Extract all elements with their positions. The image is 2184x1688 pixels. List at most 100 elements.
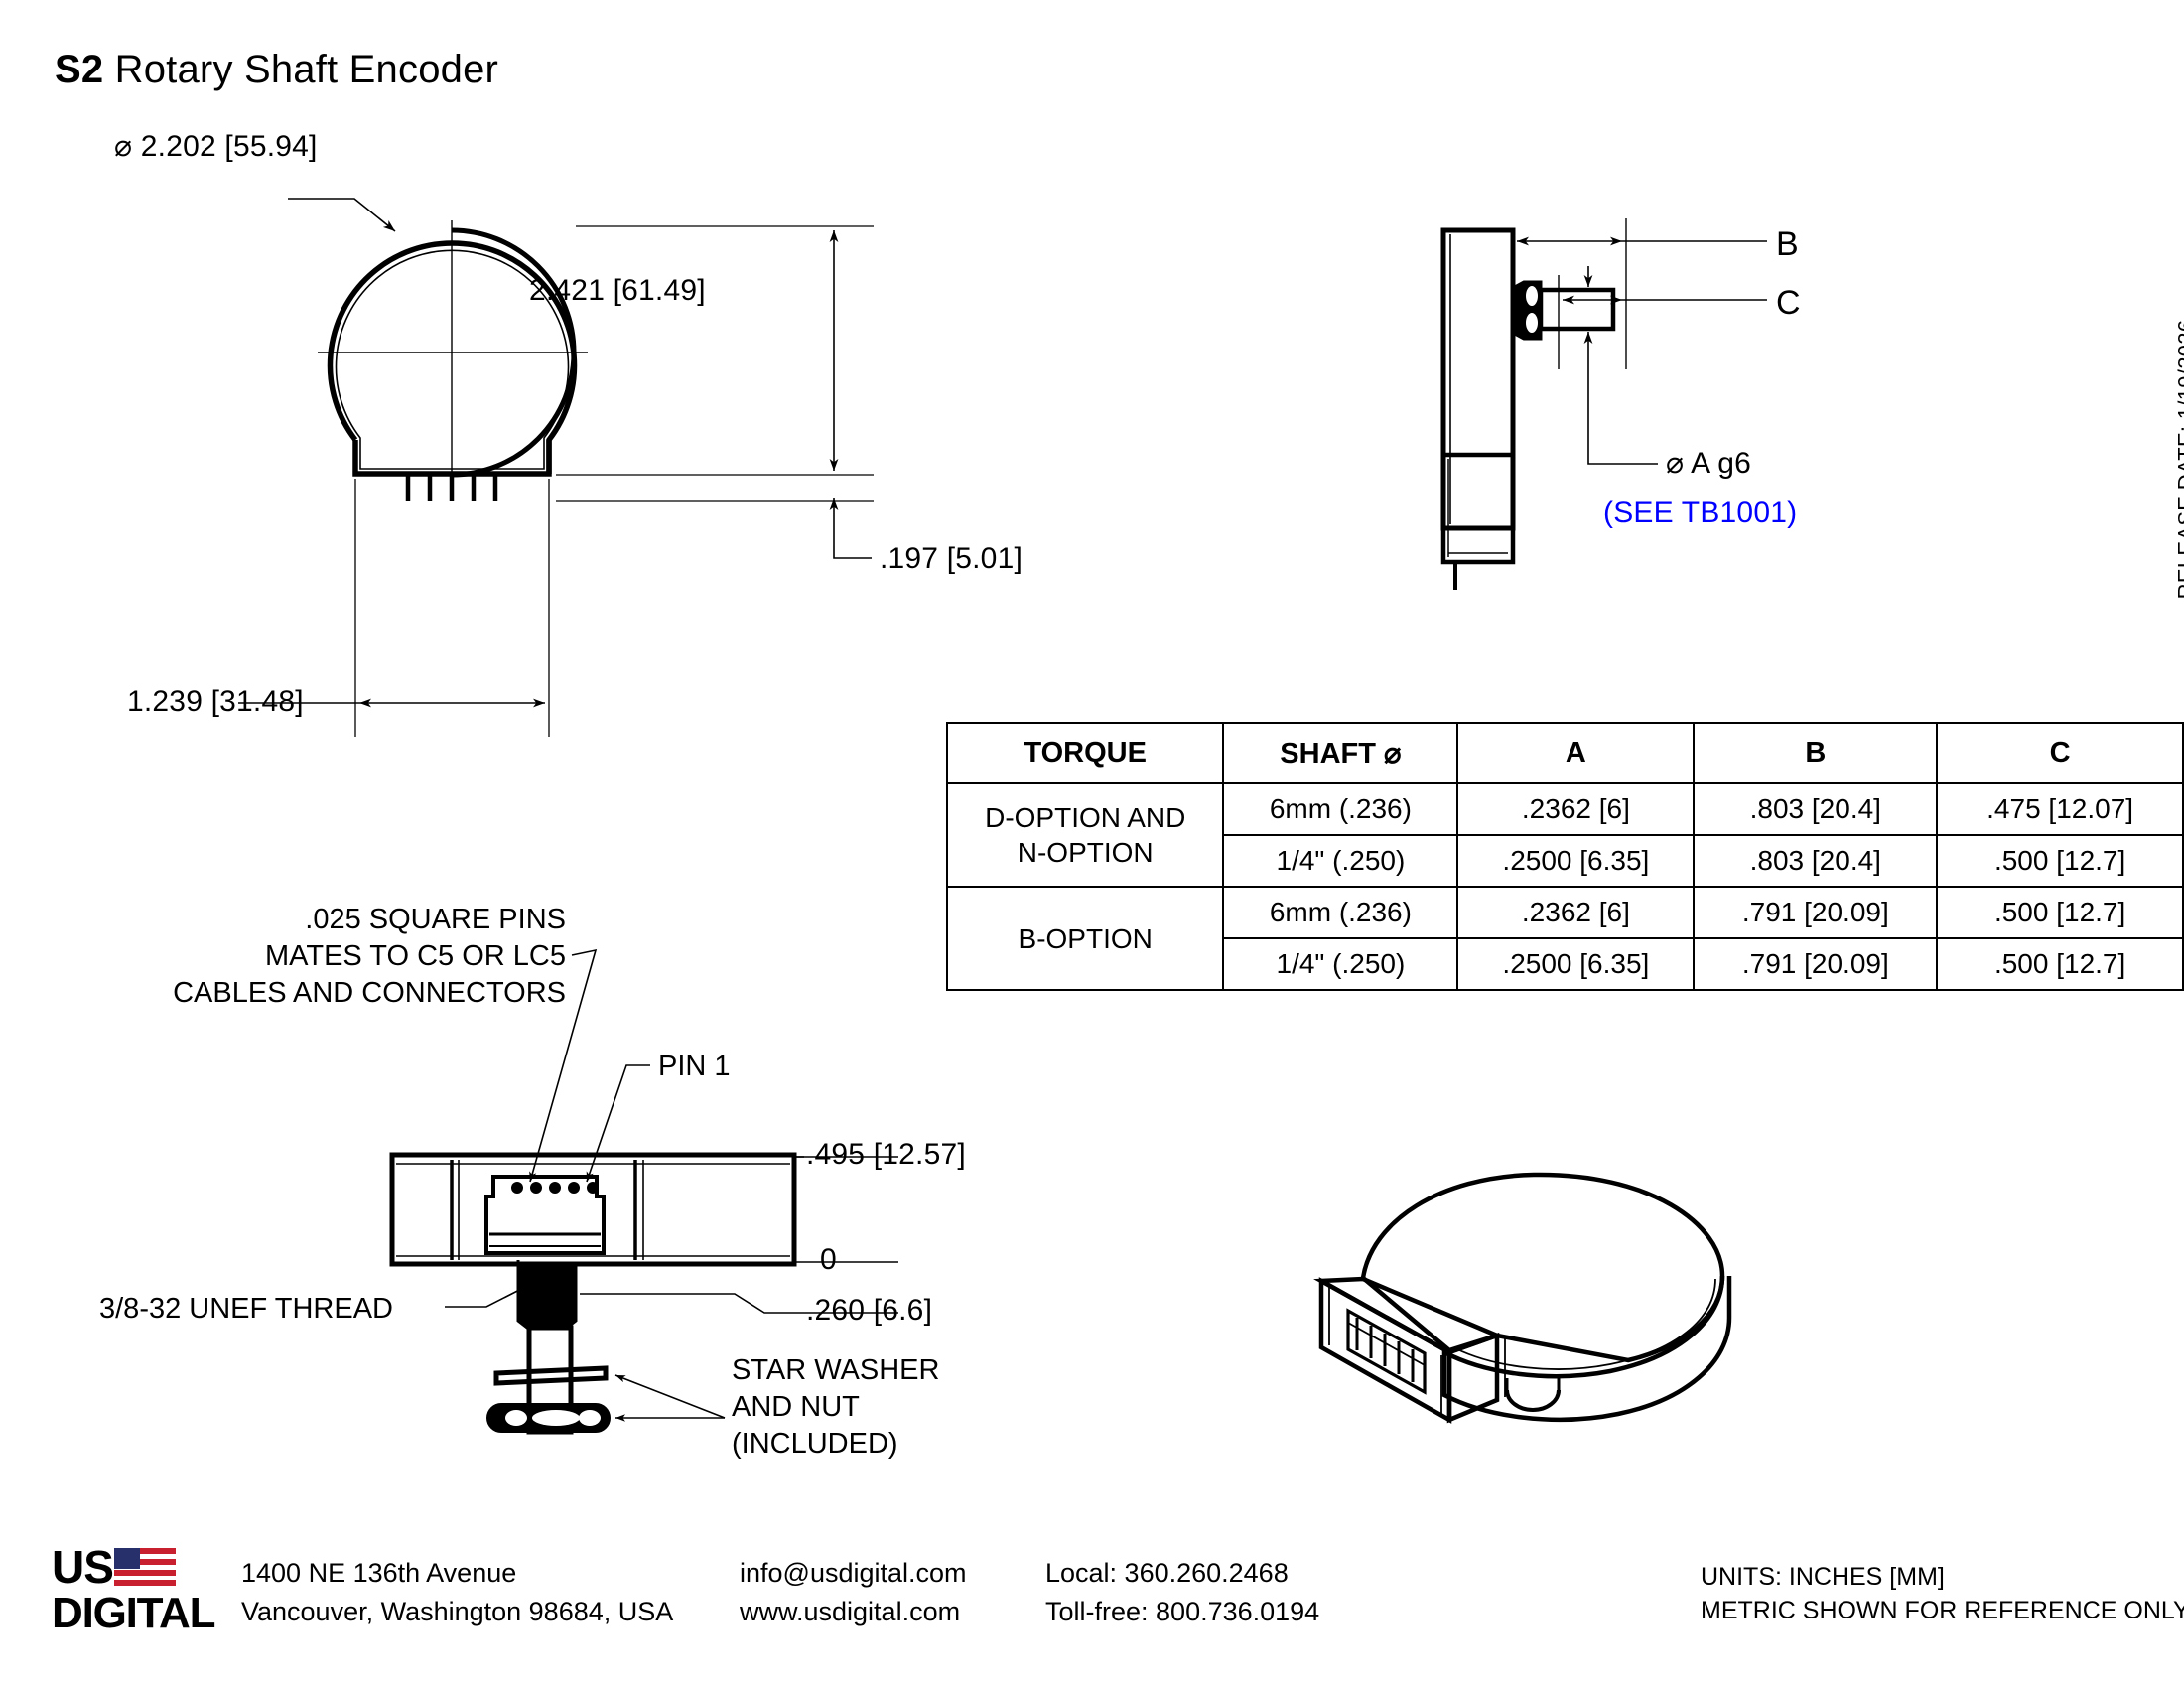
- spec-cell-b-1-1: .791 [20.09]: [1693, 937, 1939, 991]
- bottom-view-thread-dim-label: .260 [6.6]: [806, 1294, 933, 1327]
- spec-cell-shaft-1-1: 1/4" (.250): [1222, 937, 1459, 991]
- front-view-diameter-leader: [288, 198, 396, 232]
- bottom-view-shaft: [526, 1325, 574, 1435]
- us-digital-logo: US DIGITAL: [52, 1541, 250, 1635]
- table-row: B-OPTION 6mm (.236) .2362 [6] .791 [20.0…: [945, 886, 2184, 991]
- spec-header-shaft: SHAFT ⌀: [1222, 722, 1459, 784]
- bottom-view-pins: [511, 1182, 599, 1194]
- iso-side-wall: [1441, 1275, 1732, 1423]
- page-title: S2 Rotary Shaft Encoder: [55, 48, 498, 92]
- logo-us-text: US: [52, 1541, 114, 1593]
- iso-connector-top: [1313, 1276, 1504, 1355]
- bottom-view-connector-housing: [484, 1175, 606, 1255]
- side-view-bushing-hole-lower: [1524, 311, 1540, 335]
- washer-note: STAR WASHER AND NUT (INCLUDED): [732, 1352, 939, 1463]
- front-view-diameter-label: ⌀ 2.202 [55.94]: [114, 130, 318, 163]
- washer-note-line1: STAR WASHER: [732, 1354, 940, 1386]
- side-view: [1440, 218, 1767, 590]
- front-view-body: [452, 230, 574, 475]
- spec-cell-b-0-1: .803 [20.4]: [1693, 834, 1939, 888]
- bottom-view-thread-bushing: [516, 1262, 578, 1330]
- hex-nut-hole-left: [505, 1410, 527, 1426]
- iso-connector-cavity: [1346, 1308, 1427, 1395]
- footer-phone: Local: 360.260.2468 Toll-free: 800.736.0…: [1045, 1554, 1319, 1631]
- side-view-shaft-leader: [1587, 357, 1658, 465]
- front-view-pins: [405, 475, 498, 501]
- spec-cell-shaft-0-0: 6mm (.236): [1222, 782, 1459, 836]
- pin1-label: PIN 1: [658, 1051, 731, 1082]
- spec-cell-c-1-1: .500 [12.7]: [1936, 937, 2184, 991]
- front-view-height-label: 2.421 [61.49]: [529, 274, 706, 307]
- footer-address-line1: 1400 NE 136th Avenue: [241, 1558, 517, 1588]
- side-view-label-c: C: [1776, 284, 1801, 322]
- spec-cell-c-0-1: .500 [12.7]: [1936, 834, 2184, 888]
- isometric-view: [1313, 1172, 1732, 1424]
- iso-connector-block: [1318, 1277, 1452, 1424]
- side-view-connector: [1440, 452, 1516, 565]
- page-title-model: S2: [55, 48, 104, 91]
- spec-cell-a-1-0: .2362 [6]: [1456, 886, 1696, 939]
- iso-shaft-bump: [1505, 1389, 1561, 1412]
- front-view-outline: [451, 227, 577, 478]
- pins-note: .025 SQUARE PINS MATES TO C5 OR LC5 CABL…: [20, 902, 566, 1012]
- us-flag-icon: [113, 1547, 176, 1586]
- footer-units-note: UNITS: INCHES [MM] METRIC SHOWN FOR REFE…: [1701, 1561, 2184, 1628]
- spec-header-torque: TORQUE: [945, 722, 1225, 784]
- footer-website[interactable]: www.usdigital.com: [740, 1597, 961, 1627]
- footer-email[interactable]: info@usdigital.com: [740, 1558, 967, 1588]
- spec-cell-a-0-0: .2362 [6]: [1456, 782, 1696, 836]
- thread-label-leader: [445, 1283, 532, 1308]
- side-view-shaft-dia-label: ⌀ A g6: [1666, 447, 1751, 480]
- footer-phone-tollfree: Toll-free: 800.736.0194: [1045, 1597, 1320, 1627]
- spec-cell-shaft-1-0: 6mm (.236): [1222, 886, 1459, 939]
- release-date: RELEASE DATE: 1/19/2026: [2174, 319, 2184, 600]
- front-view-tabwidth-label: 1.239 [31.48]: [127, 685, 304, 718]
- footer-address: 1400 NE 136th Avenue Vancouver, Washingt…: [241, 1554, 673, 1631]
- bottom-view-datum-label: 0: [820, 1243, 837, 1276]
- logo-top-row: US: [52, 1541, 250, 1593]
- spec-cell-b-1-0: .791 [20.09]: [1693, 886, 1939, 939]
- front-view-tabheight-label: .197 [5.01]: [880, 542, 1023, 575]
- torque-group-0-line2: N-OPTION: [1017, 837, 1154, 868]
- footer-units-line1: UNITS: INCHES [MM]: [1701, 1563, 1945, 1591]
- iso-cavity-inner-top: [1347, 1322, 1426, 1366]
- side-view-shaft: [1538, 287, 1616, 332]
- footer-web: info@usdigital.com www.usdigital.com: [740, 1554, 967, 1631]
- pin1-leader: [586, 1064, 650, 1183]
- spec-cell-c-0-0: .475 [12.07]: [1936, 782, 2184, 836]
- pins-note-line3: CABLES AND CONNECTORS: [173, 977, 566, 1010]
- footer-units-line2: METRIC SHOWN FOR REFERENCE ONLY: [1701, 1596, 2184, 1624]
- table-row: D-OPTION AND N-OPTION 6mm (.236) .2362 […: [945, 782, 2184, 888]
- side-view-bushing: [1511, 280, 1543, 341]
- spec-header-c: C: [1936, 722, 2184, 784]
- spec-cell-a-0-1: .2500 [6.35]: [1456, 834, 1696, 888]
- front-view-silhouette: [330, 225, 574, 470]
- spec-cell-a-1-1: .2500 [6.35]: [1456, 937, 1696, 991]
- washer-note-line3: (INCLUDED): [732, 1428, 898, 1461]
- spec-cell-torque-group-1: B-OPTION: [945, 886, 1225, 991]
- page-title-rest: Rotary Shaft Encoder: [103, 48, 499, 91]
- spec-cell-c-1-0: .500 [12.7]: [1936, 886, 2184, 939]
- pins-note-line2: MATES TO C5 OR LC5: [265, 940, 566, 973]
- table-row: 1/4" (.250) .2500 [6.35] .803 [20.4] .50…: [947, 834, 2184, 888]
- hex-nut-hole-right: [579, 1410, 601, 1426]
- spec-header-a: A: [1456, 722, 1696, 784]
- side-view-bushing-hole-upper: [1524, 284, 1540, 308]
- star-washer: [493, 1365, 609, 1386]
- iso-side-wall-edge: [1454, 1278, 1716, 1370]
- spec-cell-b-0-0: .803 [20.4]: [1693, 782, 1939, 836]
- spec-table: TORQUE SHAFT ⌀ A B C D-OPTION AND N-OPTI…: [945, 722, 2184, 991]
- table-row: 1/4" (.250) .2500 [6.35] .791 [20.09] .5…: [947, 937, 2184, 991]
- footer-phone-local: Local: 360.260.2468: [1045, 1558, 1289, 1588]
- spec-cell-shaft-0-1: 1/4" (.250): [1222, 834, 1459, 888]
- side-view-label-b: B: [1776, 225, 1799, 263]
- iso-top-outline: [1362, 1177, 1727, 1370]
- iso-connector-front: [1446, 1332, 1500, 1424]
- front-view-dim-tabheight-leader: [833, 546, 872, 559]
- bottom-view-body: [389, 1152, 797, 1267]
- side-view-shaft-note: (SEE TB1001): [1603, 496, 1798, 529]
- side-view-body: [1440, 227, 1516, 531]
- pins-note-line1: .025 SQUARE PINS: [305, 904, 566, 935]
- footer-address-line2: Vancouver, Washington 98684, USA: [241, 1597, 674, 1627]
- spec-header-b: B: [1693, 722, 1939, 784]
